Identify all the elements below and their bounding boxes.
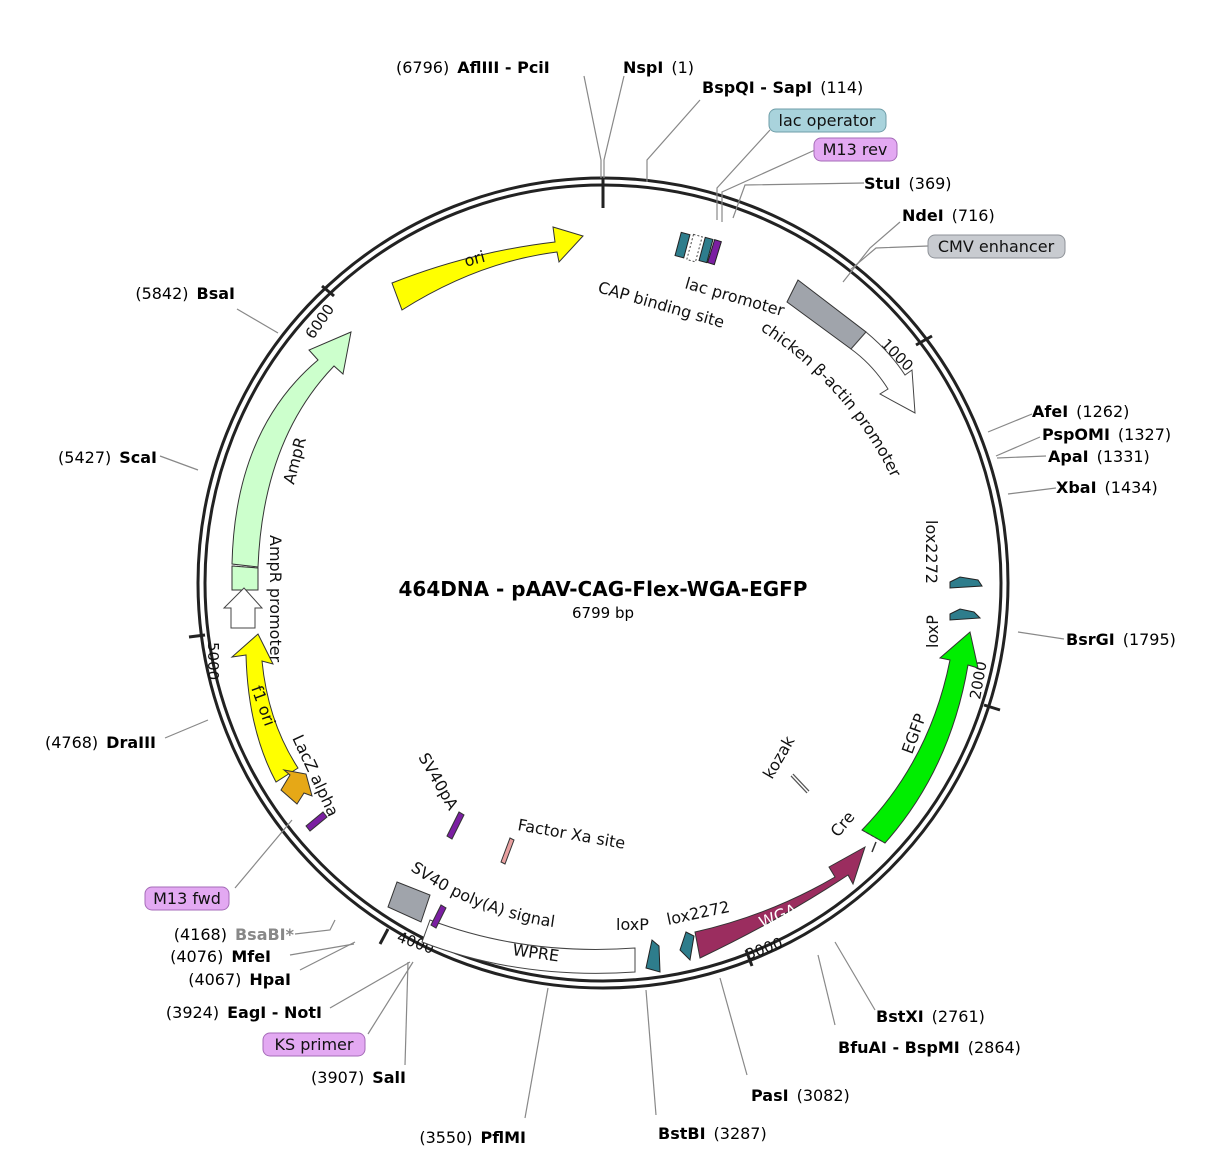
- tag-cmv-enhancer[interactable]: CMV enhancer: [927, 234, 1066, 259]
- feature-sv40pa-mark[interactable]: [446, 811, 465, 840]
- label-lox2272-bottom: lox2272: [665, 897, 731, 929]
- tag-lac-operator[interactable]: lac operator: [768, 108, 887, 133]
- site-eagi-noti[interactable]: (3924)EagI - NotI: [166, 1003, 322, 1022]
- plasmid-title: 464DNA - pAAV-CAG-Flex-WGA-EGFP: [399, 577, 808, 601]
- label-loxp-bottom: loxP: [616, 915, 649, 934]
- feature-ori-arrow[interactable]: [391, 226, 584, 311]
- feature-cap-binding-site[interactable]: [674, 231, 691, 259]
- label-ampr-promoter: AmpR promoter: [266, 535, 285, 663]
- feature-sv40-polya-signal[interactable]: [387, 881, 431, 923]
- site-scai[interactable]: (5427)ScaI: [58, 448, 157, 467]
- feature-wpre-block[interactable]: [421, 919, 636, 974]
- label-cre: Cre: [827, 807, 859, 840]
- site-draiii[interactable]: (4768)DraIII: [45, 733, 156, 752]
- tag-m13-fwd[interactable]: M13 fwd: [144, 886, 230, 911]
- feature-factor-xa-mark[interactable]: [500, 837, 515, 865]
- site-pasi[interactable]: PasI(3082): [751, 1086, 850, 1105]
- label-wga: WGA: [756, 900, 799, 932]
- tick-marks: [188, 178, 1001, 967]
- tag-m13-fwd-label: M13 fwd: [153, 889, 221, 908]
- feature-lac-operator[interactable]: [698, 236, 714, 264]
- feature-lox2272-right[interactable]: [949, 576, 983, 589]
- site-bstxi[interactable]: BstXI(2761): [876, 1007, 985, 1026]
- tag-ks-primer-label: KS primer: [275, 1035, 354, 1054]
- tag-ks-primer[interactable]: KS primer: [262, 1032, 366, 1057]
- site-afliii-pcii[interactable]: (6796)AflIII - PciI: [396, 58, 550, 77]
- feature-ampr-promoter-arrow[interactable]: [222, 587, 264, 629]
- feature-egfp-arrow[interactable]: [861, 631, 979, 844]
- feature-sv40-purple-mark: [430, 904, 447, 929]
- feature-lacz-alpha-arrow[interactable]: [280, 769, 313, 805]
- feature-lox2272-bottom[interactable]: [679, 931, 695, 962]
- feature-ampr-lower: [231, 565, 259, 591]
- site-nspi[interactable]: NspI(1): [623, 58, 694, 77]
- site-leader-lines: [159, 75, 1065, 1119]
- site-bsrgi[interactable]: BsrGI(1795): [1066, 630, 1176, 649]
- feature-loxp-bottom[interactable]: [645, 939, 661, 973]
- feature-chicken-actin-promoter-arrow[interactable]: [850, 331, 916, 414]
- site-pflmi[interactable]: (3550)PflMI: [419, 1128, 526, 1147]
- label-sv40pa: SV40pA: [415, 750, 463, 814]
- site-bfuai-bspmi[interactable]: BfuAI - BspMI(2864): [838, 1038, 1021, 1057]
- plasmid-length: 6799 bp: [572, 604, 634, 622]
- site-bsai[interactable]: (5842)BsaI: [135, 284, 235, 303]
- tick-label-3000: 3000: [743, 934, 785, 964]
- site-afei[interactable]: AfeI(1262): [1032, 402, 1129, 421]
- feature-m13-rev[interactable]: [706, 239, 722, 266]
- label-ori: ori: [462, 247, 487, 271]
- m13-fwd-mark: [305, 811, 328, 832]
- site-ndei[interactable]: NdeI(716): [902, 206, 995, 225]
- tag-m13-rev[interactable]: M13 rev: [813, 137, 898, 162]
- label-lox2272-right: lox2272: [922, 520, 941, 584]
- site-sali[interactable]: (3907)SalI: [311, 1068, 406, 1087]
- label-loxp-right: loxP: [923, 615, 942, 648]
- feature-loxp-right[interactable]: [949, 608, 982, 621]
- tag-cmv-enhancer-label: CMV enhancer: [938, 237, 1055, 256]
- site-bsabi[interactable]: (4168)BsaBI*: [174, 925, 295, 944]
- site-bstbi[interactable]: BstBI(3287): [658, 1124, 767, 1143]
- site-hpai[interactable]: (4067)HpaI: [188, 970, 291, 989]
- site-bspqi-sapi[interactable]: BspQI - SapI(114): [702, 78, 863, 97]
- feature-cmv-enhancer[interactable]: [786, 279, 867, 350]
- feature-wga-arrow[interactable]: [694, 845, 866, 959]
- site-stui[interactable]: StuI(369): [864, 174, 952, 193]
- feature-f1-ori-arrow[interactable]: [230, 633, 299, 783]
- tick-label-5000: 5000: [204, 642, 222, 680]
- feature-lac-promoter[interactable]: [686, 233, 703, 263]
- tag-m13-rev-label: M13 rev: [823, 140, 888, 159]
- site-xbai[interactable]: XbaI(1434): [1056, 478, 1158, 497]
- site-pspomi[interactable]: PspOMI(1327): [1042, 425, 1171, 444]
- site-apai[interactable]: ApaI(1331): [1048, 447, 1150, 466]
- site-mfei[interactable]: (4076)MfeI: [170, 947, 271, 966]
- tag-lac-operator-label: lac operator: [779, 111, 876, 130]
- feature-ampr-arrow[interactable]: [231, 331, 352, 568]
- label-factor-xa-site: Factor Xa site: [516, 815, 626, 853]
